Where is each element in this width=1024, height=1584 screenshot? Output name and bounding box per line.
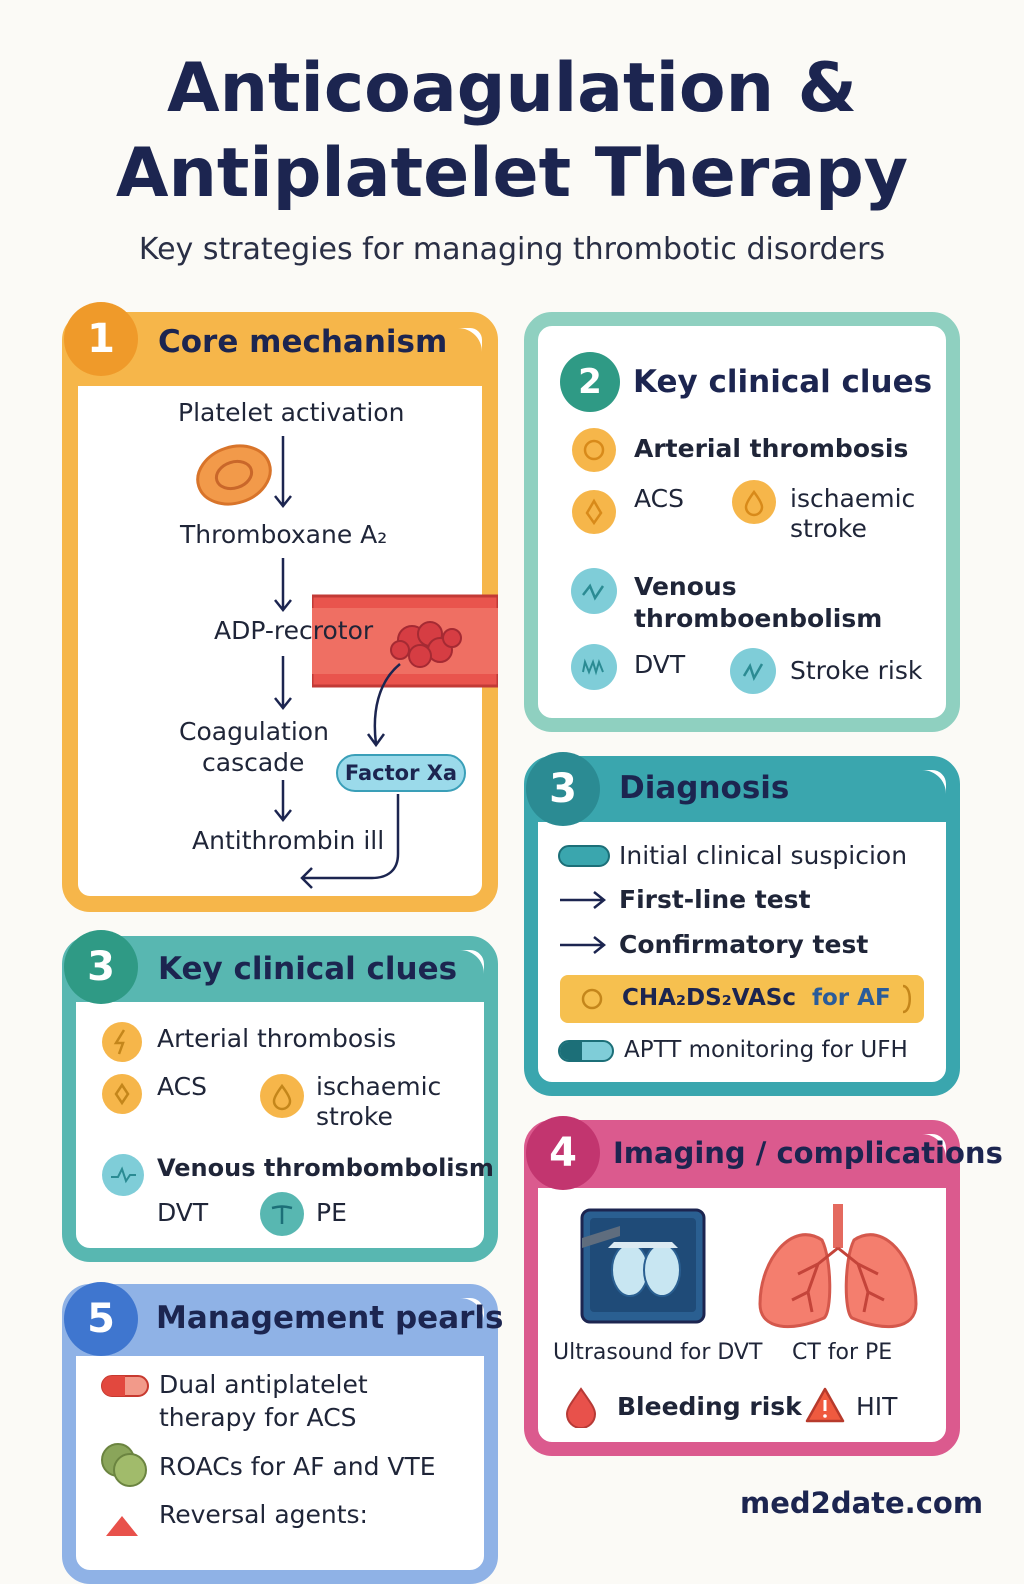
aptt-label: APTT monitoring for UFH [624,1037,908,1063]
capsule-icon [101,1375,149,1397]
card-title: Core mechanism [158,324,448,360]
reversal-triangle-icon [106,1516,138,1536]
badge-4: 4 [526,1116,600,1190]
blood-vessel-clot-icon [312,594,498,688]
acs-label: ACS [157,1072,207,1101]
card-header [78,328,482,386]
factor-xa-pill: Factor Xa [336,754,466,792]
card-header [76,950,484,1002]
score-circle-icon [581,988,603,1010]
score-suffix: for AF [812,985,891,1011]
hit-label: HIT [856,1392,898,1421]
badge-5: 5 [64,1282,138,1356]
blood-drop-icon [565,1387,597,1428]
badge-3: 3 [64,930,138,1004]
ultrasound-icon [580,1208,706,1324]
dvt-icon [571,644,617,690]
page-title-line2: Antiplatelet Therapy [115,134,909,213]
card-title: Key clinical clues [158,951,458,987]
lungs-icon [758,1204,918,1329]
thromboembolism-label: thromboenbolism [634,604,883,633]
curved-arrow-icon [366,663,401,748]
lightning-icon [102,1022,142,1062]
venous-label: Venous thrombombolism [157,1154,494,1182]
card-title: Management pearls [156,1300,504,1336]
ischaemic-label: ischaemic [316,1072,442,1101]
pe-icon [260,1192,304,1236]
return-arrow-icon [300,794,400,889]
arrow-down-icon [274,780,292,823]
suspicion-label: Initial clinical suspicion [619,841,908,870]
roacs-label: ROACs for AF and VTE [159,1452,436,1481]
pills-icon [101,1443,147,1487]
acs-label: ACS [634,484,684,513]
stroke-label: stroke [316,1102,393,1131]
page-title-line1: Anticoagulation & [167,49,857,128]
dapt-line1: Dual antiplatelet [159,1370,368,1399]
card-header [76,1298,484,1356]
score-banner: CHA₂DS₂VASc for AF [560,975,924,1023]
stroke-risk-label: Stroke risk [790,656,923,685]
venous-label: Venous [634,572,737,601]
dvt-label: DVT [634,650,686,679]
step-platelet-activation: Platelet activation [178,398,405,427]
first-line-label: First-line test [619,885,811,914]
stroke-drop-icon [732,480,776,524]
acs-icon [102,1074,142,1114]
badge-2: 2 [560,352,620,412]
acs-drop-icon [572,490,616,534]
card-title: Diagnosis [619,770,790,806]
score-label: CHA₂DS₂VASc [622,985,796,1011]
card-header [538,1134,946,1188]
dapt-line2: therapy for ACS [159,1403,357,1432]
ischaemic-label: ischaemic [790,484,916,513]
arrow-right-icon [560,936,607,954]
arrow-down-icon [274,436,292,509]
bracket-icon [902,984,911,1014]
suspicion-pill-icon [558,845,610,867]
brand-footer[interactable]: med2date.com [740,1486,984,1520]
ct-label: CT for PE [792,1340,893,1365]
badge-1: 1 [64,302,138,376]
card-title: Key clinical clues [633,364,933,400]
factor-xa-label: Factor Xa [344,761,458,785]
stroke-label: stroke [790,514,867,543]
dvt-label: DVT [157,1198,209,1227]
stroke-risk-icon [730,648,776,694]
card-diagnosis [524,756,960,1096]
step-coagulation: Coagulation [179,717,329,746]
page-subtitle: Key strategies for managing thrombotic d… [138,232,886,267]
reversal-label: Reversal agents: [159,1500,368,1529]
arrow-down-icon [274,558,292,613]
aptt-pill-icon [558,1040,614,1062]
bleeding-risk-label: Bleeding risk [617,1392,802,1421]
arterial-circle-icon [572,428,616,472]
arterial-thrombosis-label: Arterial thrombosis [634,434,909,463]
step-adp-receptor: ADP-recrotor [214,616,374,645]
stroke-drop-icon [260,1074,304,1118]
step-cascade: cascade [202,748,305,777]
card-title: Imaging / complications [613,1136,1003,1170]
confirmatory-label: Confirmatory test [619,930,869,959]
platelet-icon [196,444,272,506]
card-header [538,770,946,822]
arrow-right-icon [560,891,607,909]
pe-label: PE [316,1198,347,1227]
ultrasound-label: Ultrasound for DVT [553,1340,763,1365]
venous-wave-icon [102,1154,144,1196]
arterial-thrombosis-label: Arterial thrombosis [157,1024,397,1053]
badge-3: 3 [526,752,600,826]
step-antithrombin: Antithrombin ill [192,826,385,855]
warning-icon [805,1387,845,1423]
step-thromboxane: Thromboxane A₂ [180,520,388,549]
arrow-down-icon [274,656,292,711]
venous-wave-icon [571,568,617,614]
